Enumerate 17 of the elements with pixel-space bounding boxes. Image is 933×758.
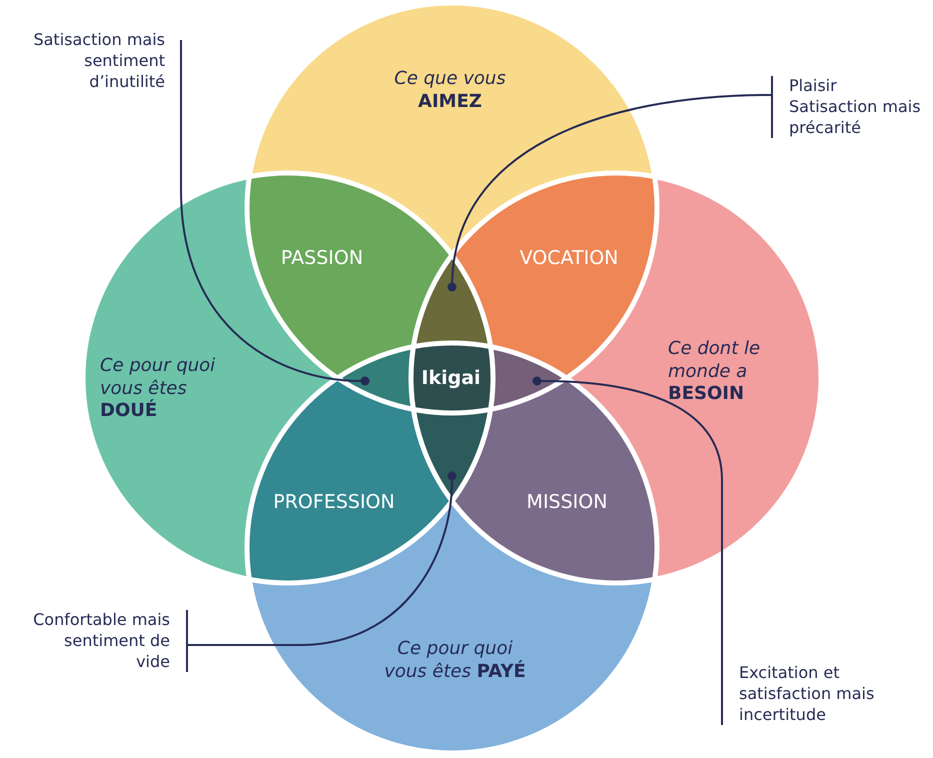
leader-line — [180, 40, 361, 382]
leader-line — [451, 94, 772, 283]
callout-text: Excitation et satisfaction mais incertitude — [721, 663, 889, 726]
region-label: PASSION — [280, 247, 364, 271]
region-label: MISSION — [526, 491, 608, 515]
region-label: VOCATION — [520, 247, 618, 271]
circle-label: Ce que vous AIMEZ — [393, 68, 507, 113]
leader-line — [188, 480, 453, 646]
leader-line — [541, 380, 723, 665]
callout-text: Plaisir Satisaction mais précarité — [771, 76, 929, 138]
region-label: Ikigai — [421, 367, 481, 391]
circle-label: Ce pour quoi vous êtes DOUÉ — [100, 355, 216, 422]
circle-label: Ce pour quoi vous êtes PAYÉ — [383, 638, 527, 683]
circle-label: Ce dont le monde a BESOIN — [668, 338, 762, 406]
callout-text: Satisaction mais sentiment d’inutilité — [25, 30, 181, 92]
region-label: PROFESSION — [273, 491, 395, 515]
callout-text: Confortable mais sentiment de vide — [30, 610, 188, 672]
